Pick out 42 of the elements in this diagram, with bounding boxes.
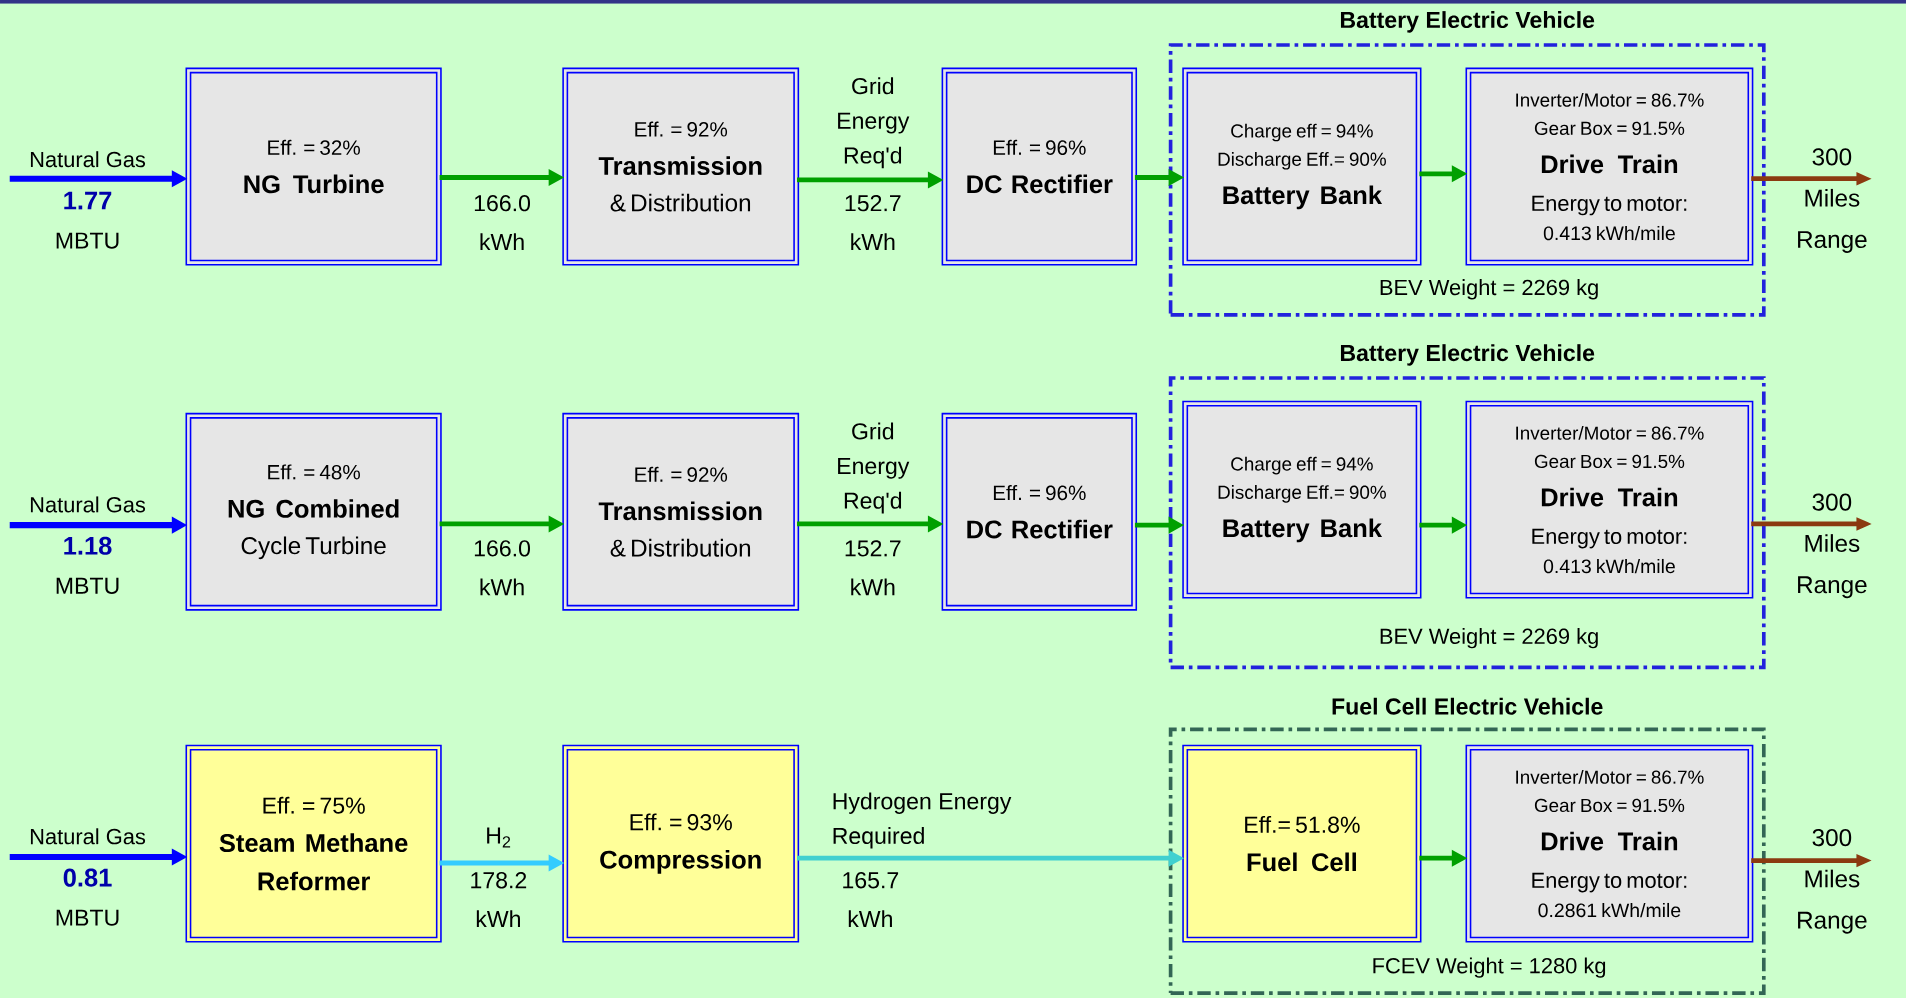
process-box: Eff. = 92% Transmission & Distribution <box>562 412 800 611</box>
flow-label: Hydrogen Energy Required <box>833 792 1012 849</box>
edge-label: 152.7 kWh <box>845 540 901 596</box>
process-box: Eff. = 32% NG Turbine <box>185 67 442 266</box>
flow-label: Grid Energy Req'd <box>838 422 910 514</box>
unit-label: MBTU <box>56 232 119 249</box>
process-box: Eff. = 48% NG Combined Cycle Turbine <box>185 412 442 611</box>
process-box: Eff. = 93% Compression <box>562 744 800 943</box>
group-heading: Fuel Cell Electric Vehicle <box>1332 697 1603 715</box>
edge-label: 166.0 kWh <box>474 540 530 596</box>
energy-value: 1.77 <box>64 191 112 210</box>
group-heading: Battery Electric Vehicle <box>1340 344 1595 366</box>
unit-label: MBTU <box>56 577 119 594</box>
process-box: Inverter/Motor = 86.7% Gear Box = 91.5% Drive Train Energy to motor: 0.413 kWh/mile <box>1465 67 1754 266</box>
process-box: Eff.= 51.8% Fuel Cell <box>1182 744 1422 943</box>
range-label: 300 Miles Range <box>1798 148 1867 253</box>
weight-text: BEV Weight = 2269 kg <box>1380 279 1598 300</box>
edge-label: 166.0 kWh <box>474 195 530 250</box>
process-box: Eff. = 75% Steam Methane Reformer <box>185 744 442 943</box>
weight-text: BEV Weight = 2269 kg <box>1380 628 1598 649</box>
edge-label: 152.7 kWh <box>845 195 901 250</box>
group-heading: Battery Electric Vehicle <box>1340 11 1595 33</box>
flow-label: H$_{2}$ <box>487 827 511 848</box>
unit-label: MBTU <box>56 909 119 926</box>
fuel-label: Natural Gas <box>30 151 146 168</box>
edge-label: 165.7 kWh <box>843 872 899 927</box>
process-box: Charge eff = 94% Discharge Eff.= 90% Battery Bank <box>1182 67 1422 266</box>
fuel-label: Natural Gas <box>30 496 146 513</box>
process-box: Charge eff = 94% Discharge Eff.= 90% Battery Bank <box>1182 400 1422 599</box>
weight-text: FCEV Weight = 1280 kg <box>1373 957 1606 978</box>
range-label: 300 Miles Range <box>1798 493 1867 599</box>
energy-value: 1.18 <box>64 536 112 555</box>
energy-value: 0.81 <box>63 868 112 887</box>
process-box: Inverter/Motor = 86.7% Gear Box = 91.5% Drive Train Energy to motor: 0.413 kWh/mile <box>1465 400 1754 599</box>
process-box: Eff. = 96% DC Rectifier <box>941 412 1138 611</box>
process-box: Eff. = 96% DC Rectifier <box>941 67 1138 266</box>
edge-label: 178.2 kWh <box>471 872 527 927</box>
range-label: 300 Miles Range <box>1798 828 1867 934</box>
process-box: Inverter/Motor = 86.7% Gear Box = 91.5% Drive Train Energy to motor: 0.2861 kWh/mile <box>1465 744 1754 943</box>
flow-label: Grid Energy Req'd <box>838 77 910 169</box>
fuel-label: Natural Gas <box>30 828 146 845</box>
process-box: Eff. = 92% Transmission & Distribution <box>562 67 800 266</box>
